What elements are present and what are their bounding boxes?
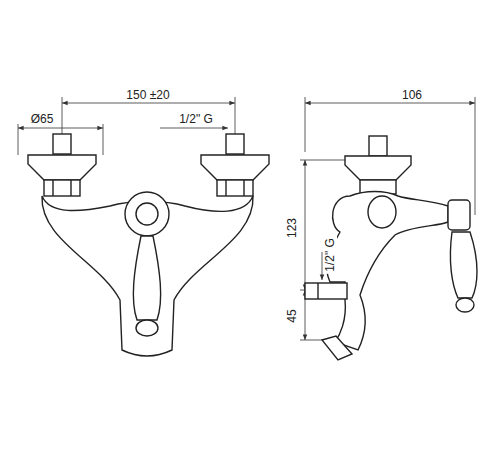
- dimension-label: 1/2" G: [323, 236, 337, 274]
- side-view: [305, 136, 477, 360]
- dimension-label: Ø65: [29, 112, 56, 126]
- dimension-label: 106: [400, 88, 424, 102]
- dimension-label: 150 ±20: [124, 88, 171, 102]
- dimension-label: 45: [285, 307, 299, 324]
- dimension-label: 1/2" G: [177, 112, 215, 126]
- dimension-label: 123: [285, 216, 299, 240]
- front-view: [28, 134, 269, 356]
